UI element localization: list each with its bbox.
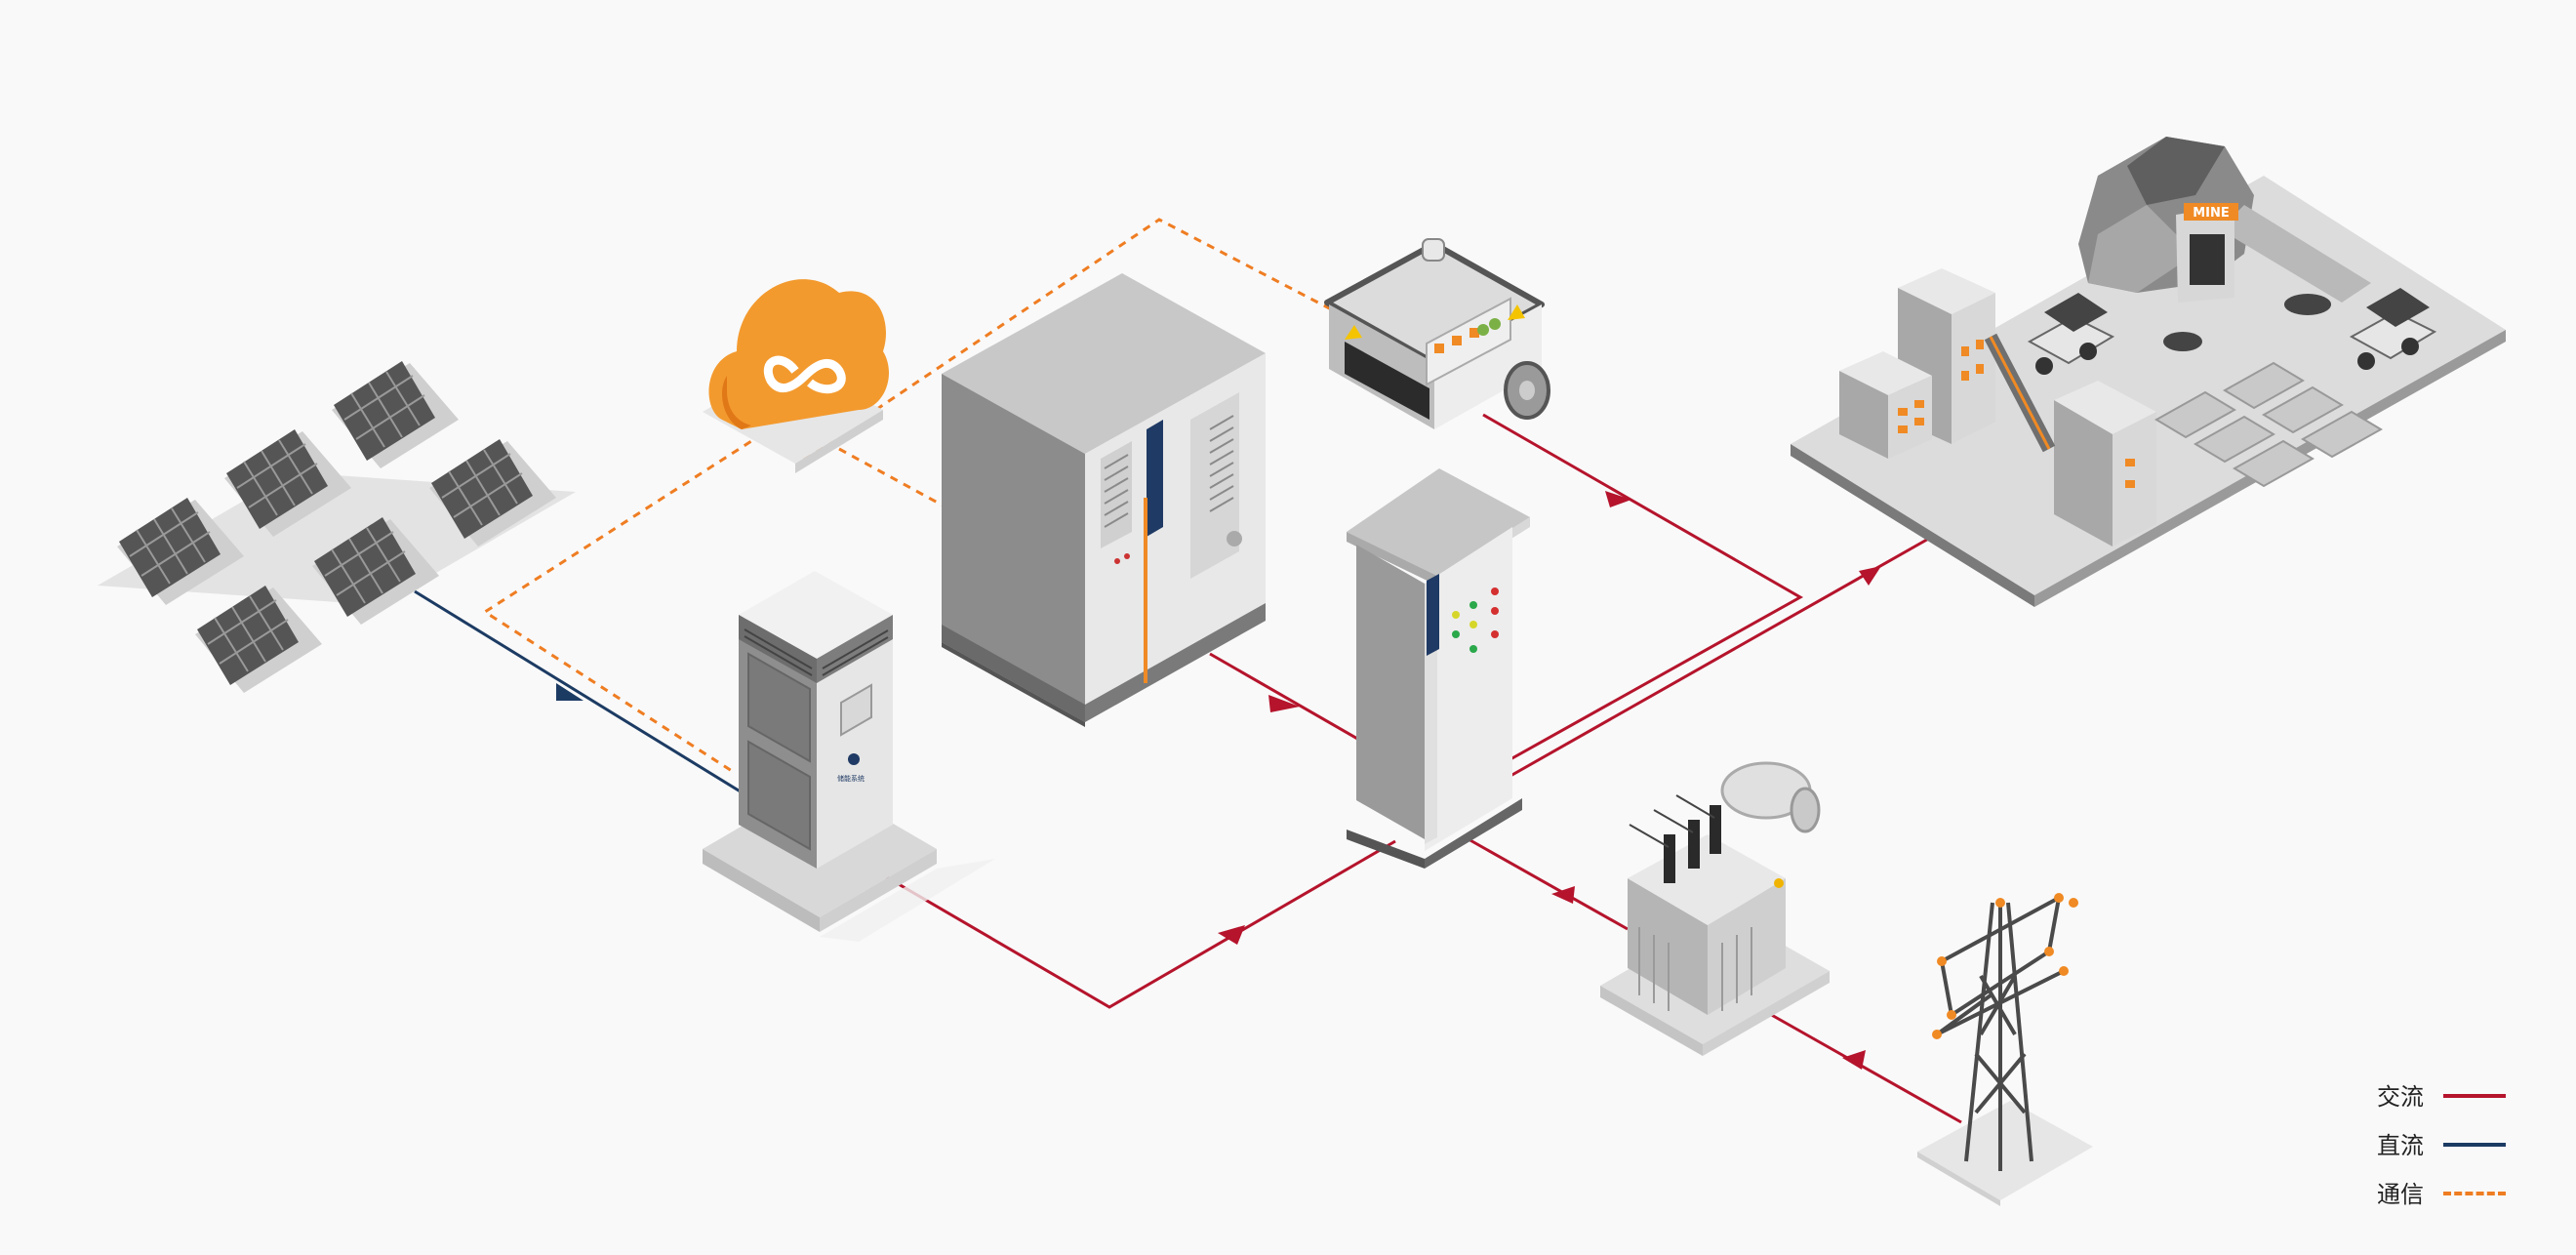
mine-building bbox=[2054, 381, 2156, 547]
transmission-tower-icon bbox=[1917, 893, 2093, 1206]
comm-line-swatch bbox=[2443, 1192, 2506, 1195]
solar-panel bbox=[332, 361, 459, 468]
legend: 交流 直流 通信 bbox=[2377, 1070, 2553, 1216]
solar-array-icon bbox=[98, 361, 576, 693]
legend-item-dc: 直流 bbox=[2377, 1118, 2553, 1167]
solar-panel bbox=[195, 586, 322, 693]
mine-building bbox=[1839, 351, 1932, 459]
ac-line-pcs-distribution bbox=[1209, 652, 1367, 746]
cloud-platform-icon bbox=[703, 279, 889, 473]
ac-line-swatch bbox=[2443, 1094, 2506, 1098]
legend-item-ac: 交流 bbox=[2377, 1070, 2553, 1118]
legend-item-comm: 通信 bbox=[2377, 1167, 2553, 1216]
storage-cabinet-logo-text: 储能系统 bbox=[837, 774, 865, 783]
mine-truck bbox=[2349, 288, 2437, 370]
storage-cabinet-icon: 储能系统 bbox=[703, 571, 995, 942]
ac-line-distribution-mine bbox=[1509, 535, 1933, 778]
comm-line-cloud-storage bbox=[482, 408, 801, 773]
generator-icon bbox=[1324, 238, 1550, 429]
comm-line-cloud-pcs bbox=[838, 447, 947, 509]
dc-line-swatch bbox=[2443, 1143, 2506, 1147]
solar-panel bbox=[224, 429, 351, 537]
distribution-cabinet-icon bbox=[1347, 468, 1530, 869]
legend-label-dc: 直流 bbox=[2377, 1131, 2424, 1159]
mine-sign-text: MINE bbox=[2193, 206, 2230, 221]
ac-line-generator-distribution bbox=[1482, 413, 1804, 761]
comm-line-pcs-generator bbox=[802, 218, 1338, 461]
ac-line-transformer-tower bbox=[1767, 1011, 1962, 1124]
solar-panel bbox=[117, 498, 244, 605]
communication-lines bbox=[482, 218, 1338, 773]
mine-truck bbox=[2027, 293, 2115, 375]
ac-arrows bbox=[1218, 491, 1881, 1070]
dc-line bbox=[414, 589, 747, 797]
ac-line-distribution-transformer bbox=[1468, 837, 1629, 931]
mine-site-icon: MINE bbox=[1791, 137, 2506, 607]
legend-label-ac: 交流 bbox=[2377, 1082, 2424, 1111]
pcs-converter-icon bbox=[942, 273, 1266, 727]
ac-lines bbox=[867, 413, 1962, 1124]
legend-label-comm: 通信 bbox=[2377, 1180, 2424, 1208]
solar-panel bbox=[312, 517, 439, 625]
solar-panel bbox=[429, 439, 556, 547]
ac-line-storage-distribution bbox=[867, 839, 1396, 1009]
transformer-icon bbox=[1600, 761, 1830, 1056]
